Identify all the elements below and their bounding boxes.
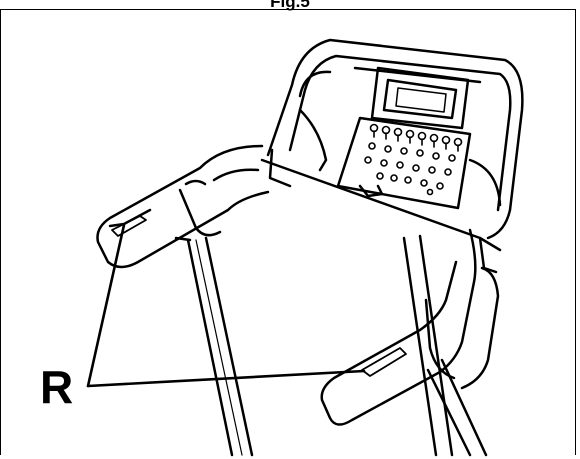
left-handlebar	[96, 144, 270, 269]
callout-label-r: R	[40, 361, 74, 413]
callout-leader-lines	[86, 223, 366, 388]
figure-frame	[0, 9, 576, 455]
frame-uprights	[186, 234, 488, 457]
console-screen	[370, 66, 470, 130]
figure-title: Fig.5	[270, 0, 310, 11]
console-body	[260, 38, 524, 252]
console-keypad	[336, 116, 472, 210]
right-handlebar	[320, 228, 500, 426]
